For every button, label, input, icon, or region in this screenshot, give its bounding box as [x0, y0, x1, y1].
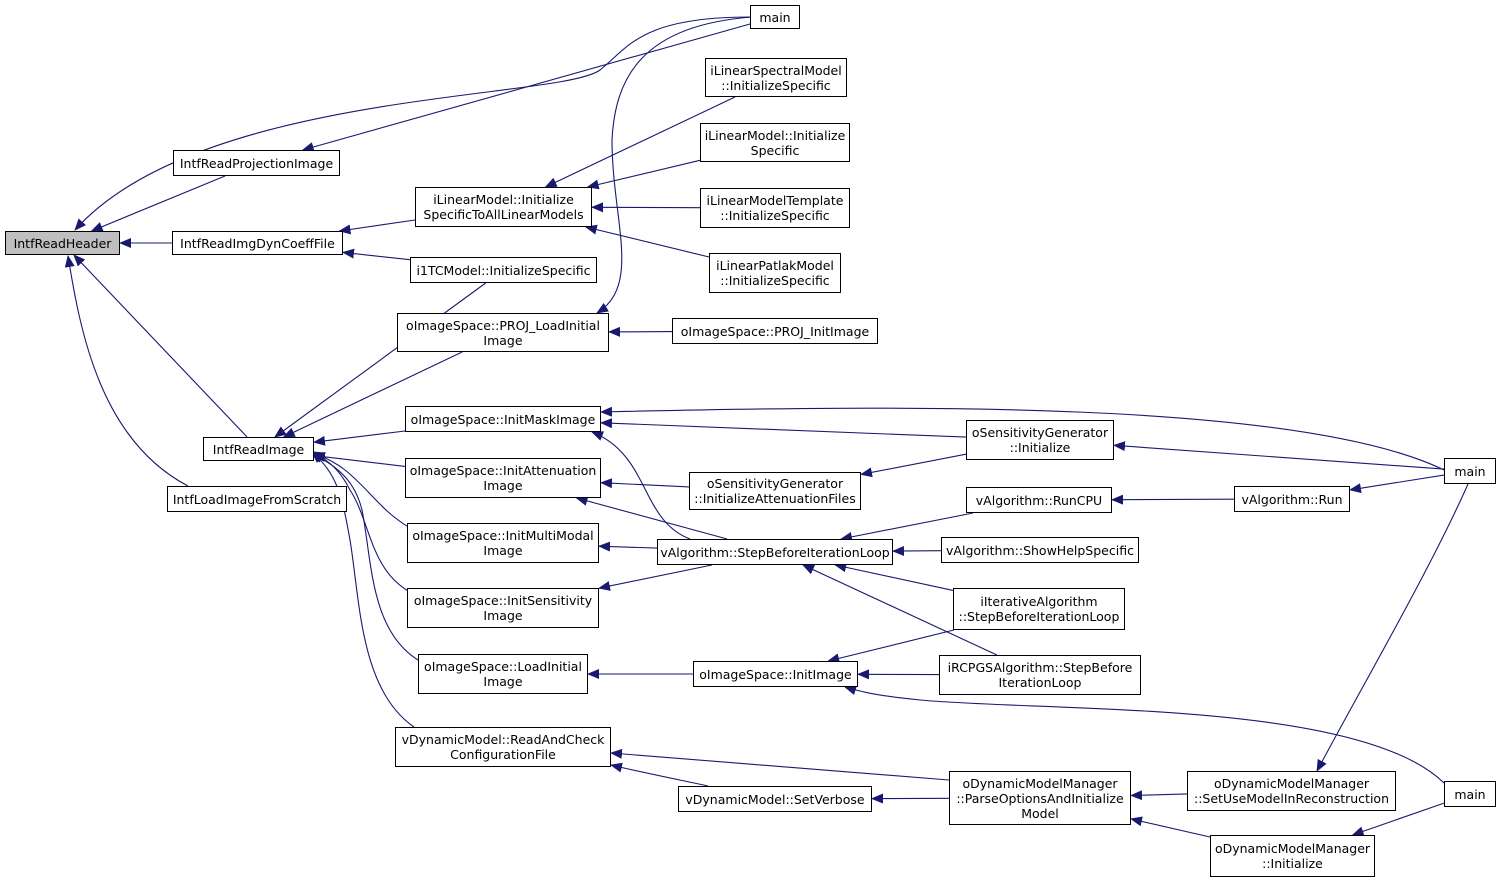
edge-main2-to-dmm_setuse	[1316, 483, 1469, 772]
node-loadinitial[interactable]: oImageSpace::LoadInitial Image	[418, 654, 588, 694]
node-ilinearall[interactable]: iLinearModel::Initialize SpecificToAllLi…	[415, 187, 592, 227]
node-initmaskimage[interactable]: oImageSpace::InitMaskImage	[405, 406, 601, 432]
edge-vrun-to-runcpu	[1111, 494, 1235, 505]
edge-iterative_step-to-stepbefore	[834, 562, 954, 591]
edge-ilinearspectral-to-ilinearall	[544, 96, 736, 188]
edge-projloadinitial-to-intfreadimage	[282, 351, 463, 438]
node-initattenuation[interactable]: oImageSpace::InitAttenuation Image	[405, 458, 601, 498]
edge-intfreadimage-to-intfreadheader	[73, 254, 248, 438]
edge-main2-to-vrun	[1349, 474, 1445, 494]
node-stepbefore[interactable]: vAlgorithm::StepBeforeIterationLoop	[657, 539, 893, 565]
node-ilinearmodeltemplate[interactable]: iLinearModelTemplate ::InitializeSpecifi…	[700, 188, 850, 228]
edge-stepbefore-to-initmaskimage	[591, 431, 691, 540]
edge-stepbefore-to-initsensitivity	[598, 564, 713, 591]
node-sensgen_init[interactable]: oSensitivityGenerator ::Initialize	[966, 420, 1114, 460]
edge-readandcheck-to-intfreadimage	[311, 451, 415, 728]
edge-i1tcmodel-to-intfreadimgdyncoefffile	[342, 248, 411, 261]
node-ilinearpatlak[interactable]: iLinearPatlakModel ::InitializeSpecific	[709, 253, 841, 293]
edge-main3-to-dmm_init	[1351, 802, 1445, 837]
node-sensgen_initattfiles[interactable]: oSensitivityGenerator ::InitializeAttenu…	[689, 472, 861, 510]
node-intfreadprojectionimage[interactable]: IntfReadProjectionImage	[173, 150, 340, 176]
node-iterative_step[interactable]: iIterativeAlgorithm ::StepBeforeIteratio…	[953, 588, 1125, 630]
node-runcpu[interactable]: vAlgorithm::RunCPU	[966, 487, 1112, 513]
node-dmm_parse[interactable]: oDynamicModelManager ::ParseOptionsAndIn…	[949, 771, 1131, 825]
edge-ircpgs_step-to-stepbefore	[802, 564, 998, 656]
node-dmm_setuse[interactable]: oDynamicModelManager ::SetUseModelInReco…	[1187, 771, 1396, 811]
node-intfreadimgdyncoefffile[interactable]: IntfReadImgDynCoeffFile	[172, 231, 343, 255]
edge-initmaskimage-to-intfreadimage	[313, 430, 406, 446]
node-ilinearmodel[interactable]: iLinearModel::Initialize Specific	[700, 123, 850, 162]
edge-ilinearpatlak-to-ilinearall	[584, 224, 710, 258]
node-initsensitivity[interactable]: oImageSpace::InitSensitivity Image	[407, 588, 599, 628]
edge-runcpu-to-stepbefore	[840, 512, 974, 542]
edge-main2-to-initmaskimage	[600, 406, 1445, 471]
node-projloadinitial[interactable]: oImageSpace::PROJ_LoadInitial Image	[397, 313, 609, 352]
node-vrun[interactable]: vAlgorithm::Run	[1234, 486, 1350, 512]
node-initmultimodal[interactable]: oImageSpace::InitMultiModal Image	[407, 523, 599, 563]
edge-intfloadimagefromscratch-to-intfreadheader	[64, 255, 189, 487]
edge-setverbose-to-readandcheck	[610, 762, 709, 787]
node-intfreadimage[interactable]: IntfReadImage	[203, 437, 314, 461]
edge-sensgen_initattfiles-to-initattenuation	[600, 478, 690, 489]
node-i1tcmodel[interactable]: i1TCModel::InitializeSpecific	[410, 257, 597, 283]
edge-dmm_init-to-dmm_parse	[1130, 816, 1211, 838]
node-readandcheck[interactable]: vDynamicModel::ReadAndCheck Configuratio…	[395, 727, 611, 767]
edge-ilinearall-to-intfreadimgdyncoefffile	[338, 219, 416, 235]
edge-main1-to-projloadinitial	[596, 16, 754, 314]
node-main2[interactable]: main	[1444, 458, 1496, 484]
node-main1[interactable]: main	[750, 5, 800, 29]
edge-initsensitivity-to-intfreadimage	[312, 451, 411, 593]
edge-main3-to-initimage	[844, 685, 1445, 784]
edge-loadinitial-to-intfreadimage	[311, 452, 419, 661]
node-dmm_init[interactable]: oDynamicModelManager ::Initialize	[1210, 835, 1375, 877]
edge-initattenuation-to-intfreadimage	[313, 451, 406, 467]
node-ircpgs_step[interactable]: iRCPGSAlgorithm::StepBefore IterationLoo…	[939, 655, 1141, 695]
edge-dmm_parse-to-readandcheck	[610, 748, 950, 781]
edge-intfreadprojectionimage-to-intfreadheader	[90, 175, 226, 232]
edge-stepbefore-to-initattenuation	[575, 496, 728, 540]
edge-i1tcmodel-to-intfreadimage	[274, 282, 487, 438]
edge-main2-to-sensgen_init	[1113, 441, 1445, 470]
edge-iterative_step-to-initimage	[827, 629, 955, 664]
edge-stepbefore-to-initmultimodal	[598, 541, 658, 552]
node-initimage[interactable]: oImageSpace::InitImage	[693, 661, 858, 687]
edge-sensgen_init-to-initmaskimage	[600, 418, 967, 438]
node-ilinearspectral[interactable]: iLinearSpectralModel ::InitializeSpecifi…	[705, 58, 847, 97]
node-projinitimage[interactable]: oImageSpace::PROJ_InitImage	[672, 318, 878, 344]
node-setverbose[interactable]: vDynamicModel::SetVerbose	[678, 786, 872, 812]
node-showhelp[interactable]: vAlgorithm::ShowHelpSpecific	[941, 537, 1139, 563]
edge-ilinearmodel-to-ilinearall	[586, 159, 701, 190]
node-intfreadheader: IntfReadHeader	[5, 231, 120, 255]
node-main3[interactable]: main	[1444, 781, 1496, 807]
node-intfloadimagefromscratch[interactable]: IntfLoadImageFromScratch	[167, 486, 347, 512]
edge-main1-to-intfreadprojectionimage	[301, 23, 751, 152]
edge-sensgen_init-to-sensgen_initattfiles	[860, 453, 967, 478]
edge-dmm_setuse-to-dmm_parse	[1130, 790, 1188, 801]
edge-main1-to-intfreadheader	[74, 16, 751, 231]
